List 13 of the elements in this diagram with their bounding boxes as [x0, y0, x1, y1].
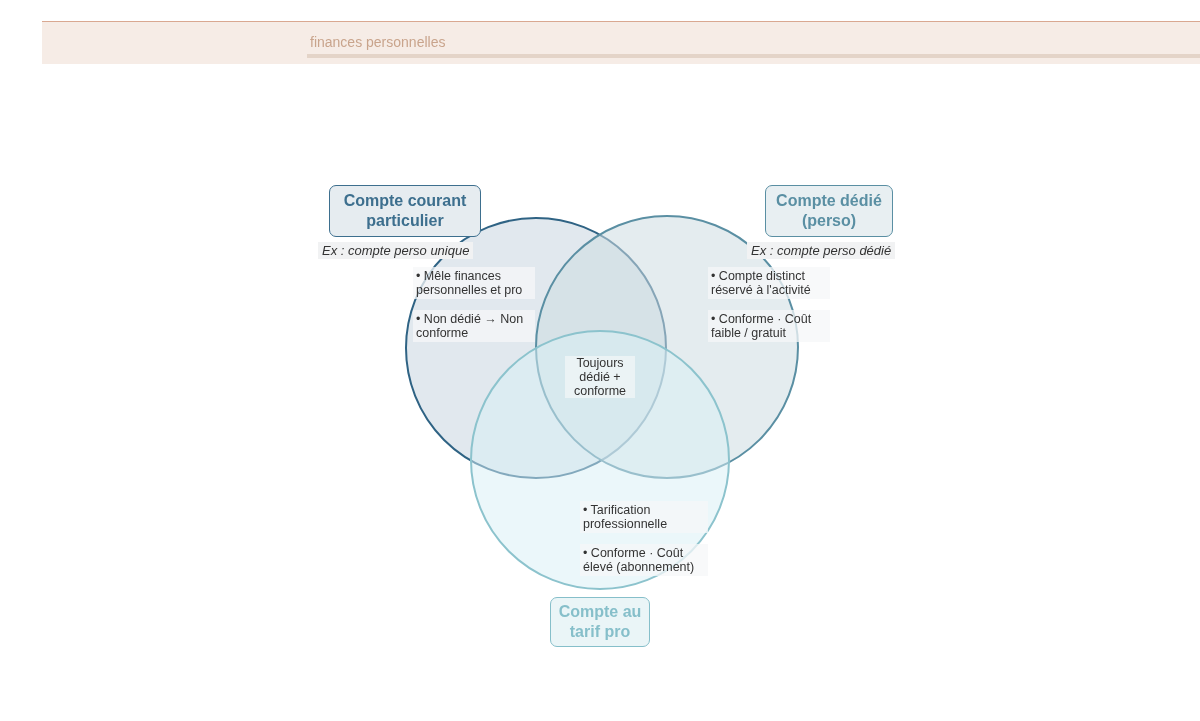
- bullet-text: • Non dédié → Non conforme: [413, 310, 535, 342]
- example-caption: Ex : compte perso unique: [318, 242, 474, 259]
- header-tagline: finances personnelles: [310, 34, 446, 50]
- example-caption: Ex : compte perso dédié: [747, 242, 896, 259]
- bullet-text: • Mêle finances personnelles et pro: [413, 267, 535, 299]
- bullet-text: • Compte distinct réservé à l'activité: [708, 267, 830, 299]
- bullet-text: • Conforme · Coût faible / gratuit: [708, 310, 830, 342]
- bullet-text: • Conforme · Coût élevé (abonnement): [580, 544, 708, 576]
- category-title-box: Compte au tarif pro: [550, 597, 650, 647]
- bullet-text: • Tarification professionnelle: [580, 501, 708, 533]
- overlap-label: Toujours dédié + conforme: [565, 356, 635, 398]
- category-title-box: Compte courant particulier: [329, 185, 481, 237]
- category-title-box: Compte dédié (perso): [765, 185, 893, 237]
